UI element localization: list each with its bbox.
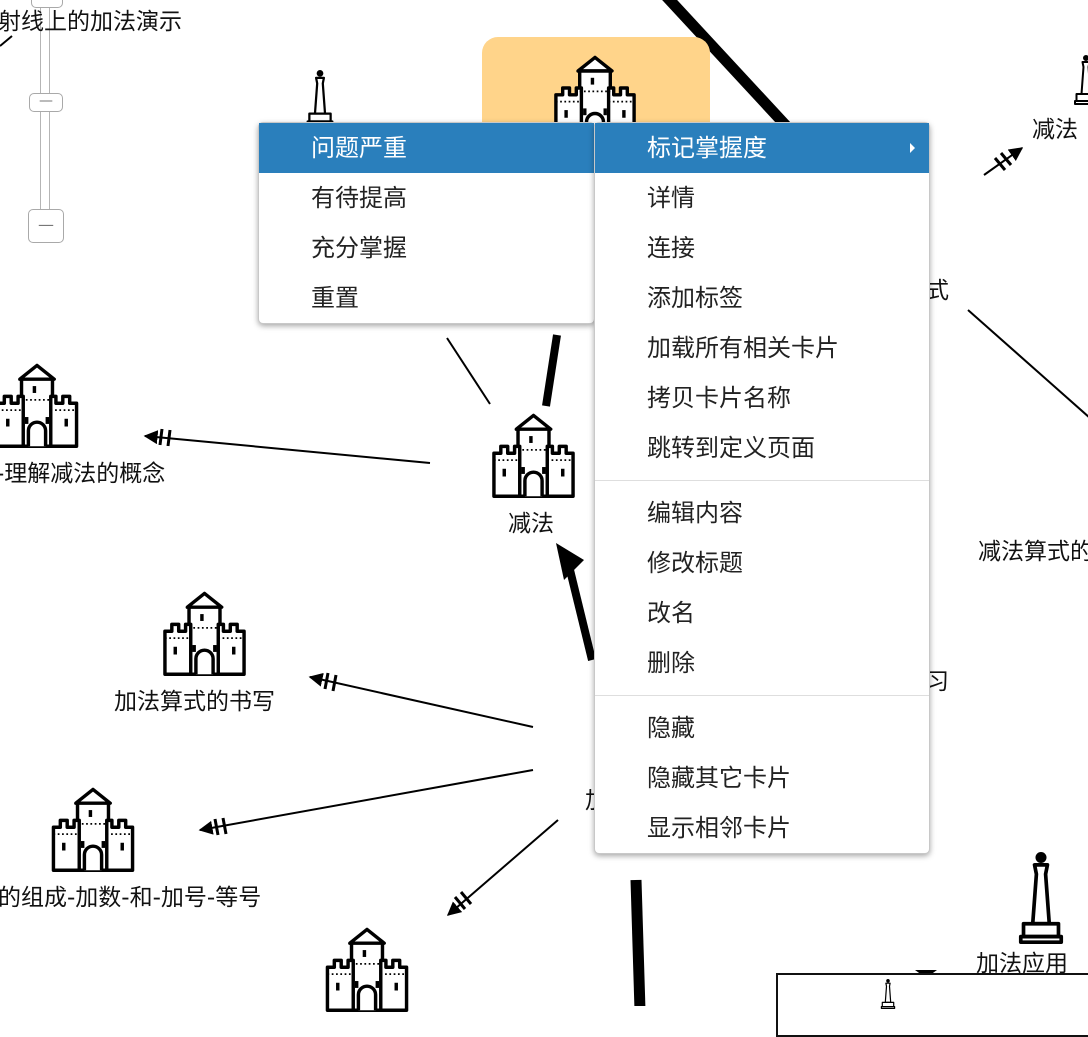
menu-item-edit-content[interactable]: 编辑内容 (647, 499, 743, 527)
node-label-ray-addition[interactable]: 射线上的加法演示 (0, 9, 182, 35)
edge (198, 769, 534, 835)
tower-icon[interactable] (1066, 55, 1088, 105)
node-label-subtraction-concept[interactable]: -理解减法的概念 (0, 461, 166, 487)
menu-item-delete[interactable]: 删除 (647, 649, 695, 677)
node-label-addition-composition[interactable]: 的组成-加数-和-加号-等号 (0, 885, 262, 911)
node-label-partial[interactable]: 式 (926, 278, 949, 304)
menu-item-show-neighbors[interactable]: 显示相邻卡片 (647, 814, 791, 842)
edge (630, 879, 646, 1006)
minus-icon: — (39, 93, 53, 109)
menu-item-mark-mastery[interactable]: 标记掌握度 (595, 123, 929, 173)
node-label-subtraction[interactable]: 减法 (508, 511, 554, 537)
tower-icon (878, 979, 898, 1009)
castle-icon[interactable] (0, 362, 84, 448)
tower-icon[interactable] (1018, 852, 1064, 944)
edge (967, 309, 1088, 418)
minus-icon: — (38, 215, 54, 234)
edge (566, 569, 596, 661)
menu-item-goto-definition[interactable]: 跳转到定义页面 (647, 434, 815, 462)
menu-item-copy-name[interactable]: 拷贝卡片名称 (647, 384, 791, 412)
edge (542, 334, 561, 407)
menu-item-rename[interactable]: 改名 (647, 599, 695, 627)
context-menu: 标记掌握度 详情 连接 添加标签 加载所有相关卡片 拷贝卡片名称 跳转到定义页面… (594, 122, 930, 854)
mastery-submenu: 问题严重 有待提高 充分掌握 重置 (258, 122, 595, 324)
menu-item-fully-mastered[interactable]: 充分掌握 (311, 234, 407, 262)
graph-canvas[interactable] (0, 0, 1088, 1006)
edge (446, 337, 491, 405)
tower-icon[interactable] (306, 70, 334, 126)
menu-item-load-related[interactable]: 加载所有相关卡片 (647, 334, 839, 362)
menu-item-edit-title[interactable]: 修改标题 (647, 549, 743, 577)
minimap-preview[interactable] (776, 973, 1088, 1037)
chevron-right-icon (910, 143, 915, 153)
castle-icon[interactable] (487, 412, 580, 498)
castle-icon[interactable] (320, 926, 414, 1012)
menu-divider (595, 480, 929, 481)
menu-item-hide[interactable]: 隐藏 (647, 714, 695, 742)
edge (662, 0, 795, 134)
zoom-slider-top[interactable] (31, 0, 63, 8)
node-label-addition-application[interactable]: 加法应用 (976, 951, 1068, 977)
menu-item-hide-others[interactable]: 隐藏其它卡片 (647, 764, 791, 792)
menu-item-label: 标记掌握度 (647, 134, 767, 162)
node-label-partial[interactable]: 习 (926, 669, 949, 695)
castle-icon[interactable] (46, 786, 140, 872)
menu-item-needs-improvement[interactable]: 有待提高 (311, 184, 407, 212)
edge (0, 35, 13, 47)
menu-item-serious-problem[interactable]: 问题严重 (259, 123, 594, 173)
zoom-slider-handle[interactable]: — (29, 93, 63, 112)
node-label-subtraction-formula[interactable]: 减法算式的 (978, 539, 1088, 565)
edge (983, 147, 1024, 176)
menu-divider (595, 695, 929, 696)
node-label-addition-formula-writing[interactable]: 加法算式的书写 (114, 689, 275, 715)
menu-item-details[interactable]: 详情 (647, 184, 695, 212)
castle-icon[interactable] (158, 590, 251, 676)
menu-item-add-tag[interactable]: 添加标签 (647, 284, 743, 312)
menu-item-connect[interactable]: 连接 (647, 234, 695, 262)
zoom-out-button[interactable]: — (28, 209, 64, 243)
edge-arrow (556, 543, 584, 580)
edge (308, 672, 534, 728)
edge (446, 819, 559, 916)
node-label-subtraction-top-right[interactable]: 减法 (1032, 117, 1078, 143)
edge (143, 430, 431, 464)
menu-item-reset[interactable]: 重置 (311, 284, 359, 312)
